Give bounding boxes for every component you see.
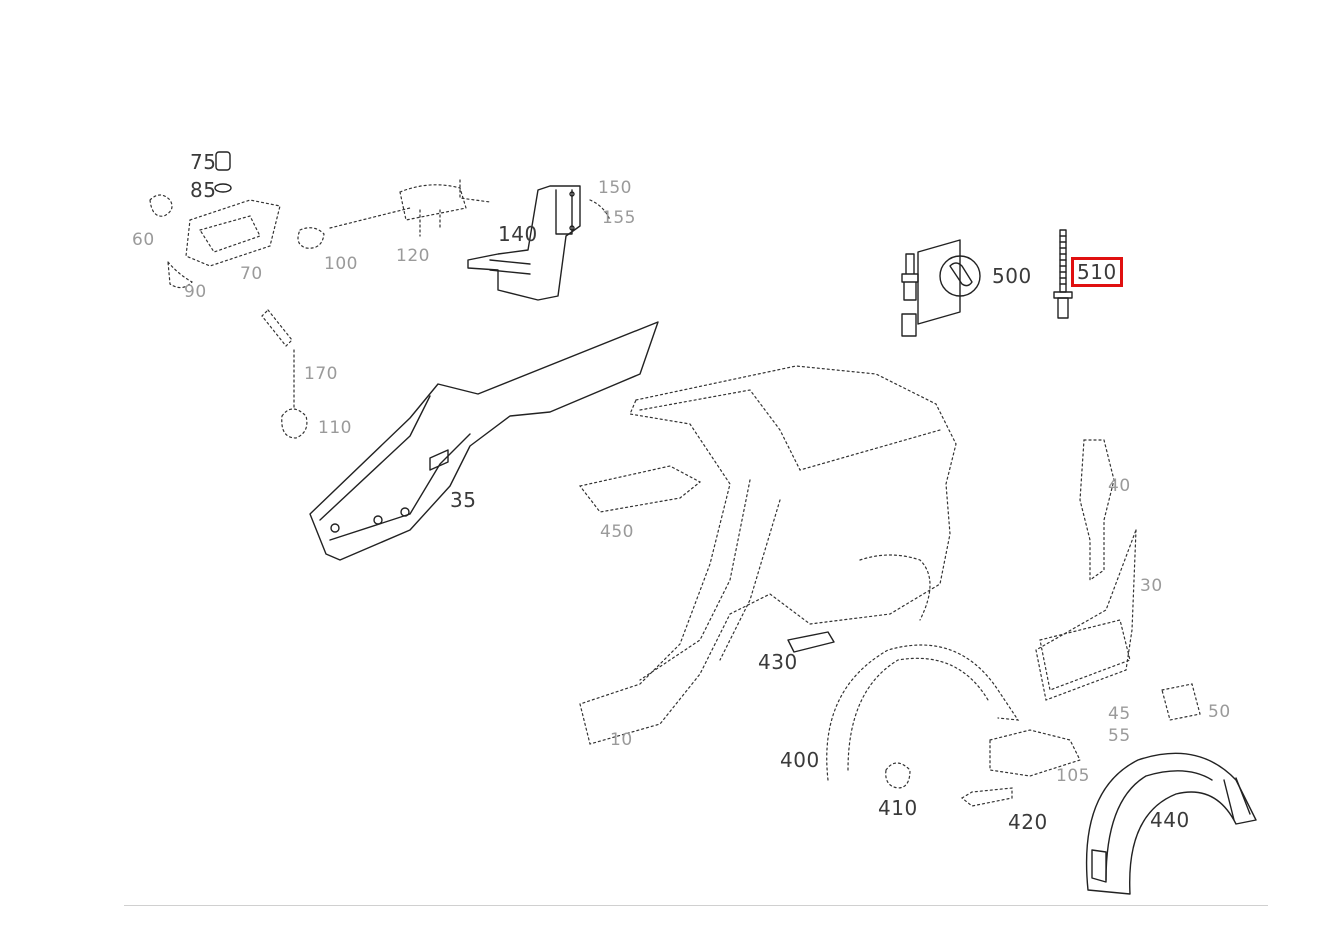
bolt-510 (1053, 229, 1073, 319)
part-number-40[interactable]: 40 (1108, 476, 1131, 496)
part-number-155[interactable]: 155 (602, 208, 636, 228)
part-number-140[interactable]: 140 (498, 222, 538, 246)
part-number-90[interactable]: 90 (184, 282, 207, 302)
part-number-430[interactable]: 430 (758, 650, 798, 674)
part-number-55[interactable]: 55 (1108, 726, 1131, 746)
part-number-85[interactable]: 85 (190, 178, 217, 202)
part-number-500[interactable]: 500 (992, 264, 1032, 288)
part-number-30[interactable]: 30 (1140, 576, 1163, 596)
part-number-410[interactable]: 410 (878, 796, 918, 820)
part-number-450[interactable]: 450 (600, 522, 634, 542)
wheel-arch-liner-400 (826, 644, 1081, 807)
part-number-170[interactable]: 170 (304, 364, 338, 384)
part-number-45[interactable]: 45 (1108, 704, 1131, 724)
part-number-110[interactable]: 110 (318, 418, 352, 438)
part-number-50[interactable]: 50 (1208, 702, 1231, 722)
wheel-arch-440 (1085, 752, 1257, 895)
part-number-35[interactable]: 35 (450, 488, 477, 512)
part-number-440[interactable]: 440 (1150, 808, 1190, 832)
bracket-140 (467, 185, 611, 301)
part-number-60[interactable]: 60 (132, 230, 155, 250)
mirror-bracket-group (149, 151, 491, 439)
pillar-parts (1035, 439, 1201, 721)
quarter-panel (578, 365, 957, 745)
part-number-100[interactable]: 100 (324, 254, 358, 274)
part-number-510[interactable]: 510 (1071, 257, 1123, 287)
part-number-10[interactable]: 10 (610, 730, 633, 750)
part-number-150[interactable]: 150 (598, 178, 632, 198)
divider-line (124, 905, 1268, 906)
part-number-420[interactable]: 420 (1008, 810, 1048, 834)
part-number-70[interactable]: 70 (240, 264, 263, 284)
part-number-120[interactable]: 120 (396, 246, 430, 266)
service-kit-500 (901, 239, 981, 337)
part-number-75[interactable]: 75 (190, 150, 217, 174)
rocker-panel-35 (309, 321, 659, 561)
part-number-400[interactable]: 400 (780, 748, 820, 772)
part-number-105[interactable]: 105 (1056, 766, 1090, 786)
